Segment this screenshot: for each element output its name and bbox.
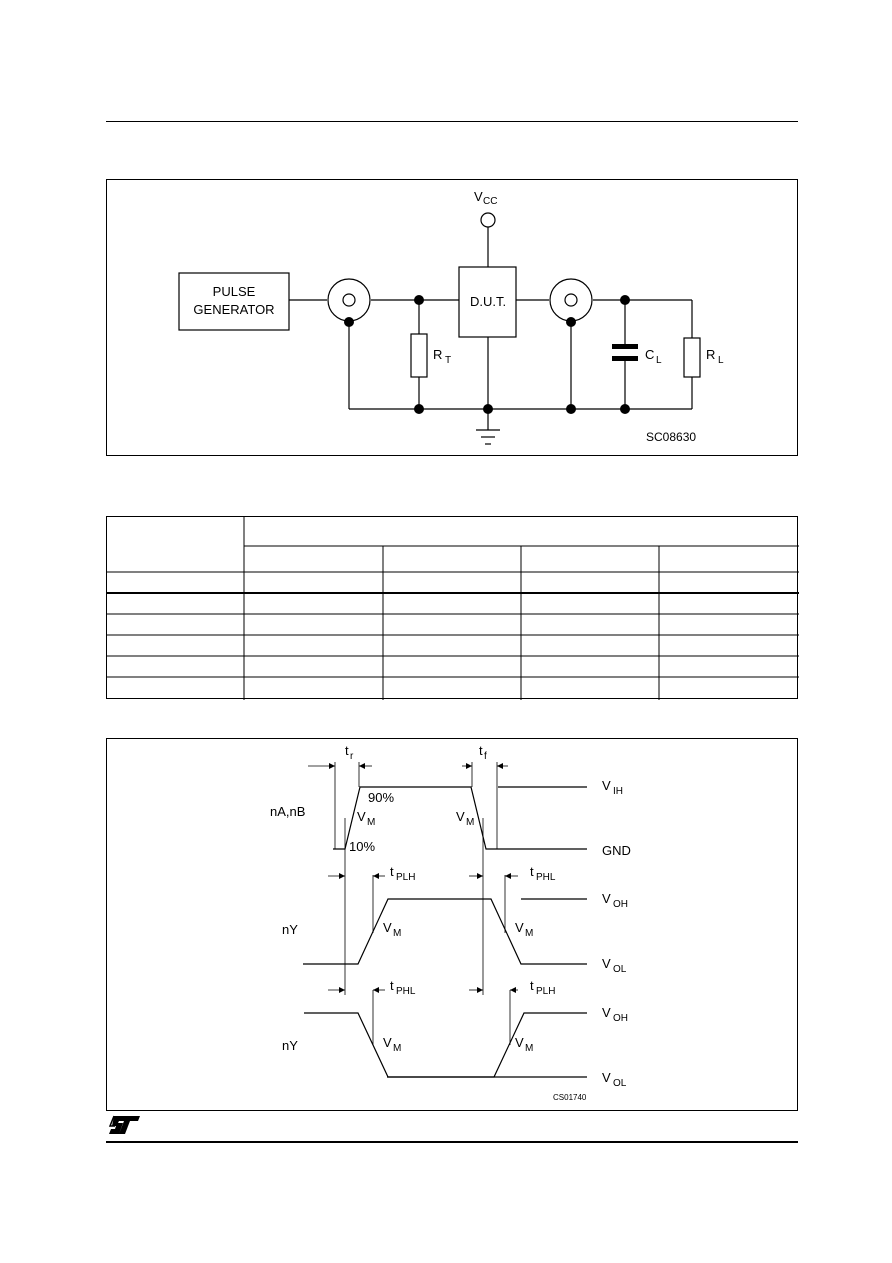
tf-label: t <box>479 743 483 758</box>
output-waveform-1 <box>303 898 587 965</box>
tphl-label-2: t <box>390 978 394 993</box>
tplh-label-2: t <box>530 978 534 993</box>
test-conditions-table <box>106 516 799 700</box>
tphl-sub-2: PHL <box>396 986 416 997</box>
tphl-label-1: t <box>530 864 534 879</box>
vm-input-fall-label: V <box>456 809 465 824</box>
vm-out1-fall-sub: M <box>525 928 533 939</box>
test-circuit-frame <box>106 179 798 456</box>
pct10-label: 10% <box>349 839 375 854</box>
vm-out2-rise-sub: M <box>525 1043 533 1054</box>
gnd-label: GND <box>602 843 631 858</box>
vol-sub-2: OL <box>613 1078 627 1089</box>
vm-input-rise-label: V <box>357 809 366 824</box>
vm-out1-rise-sub: M <box>393 928 401 939</box>
tr-label: t <box>345 743 349 758</box>
vm-out2-rise-label: V <box>515 1035 524 1050</box>
voh-sub-2: OH <box>613 1013 628 1024</box>
input-label: nA,nB <box>270 804 305 819</box>
voh-label-2: V <box>602 1005 611 1020</box>
vol-sub-1: OL <box>613 964 627 975</box>
output1-label: nY <box>282 922 298 937</box>
waveform-figure-code: CS01740 <box>553 1093 587 1102</box>
table-grid <box>107 517 799 700</box>
tf-sub: f <box>484 751 487 762</box>
pulse-generator-line2: GENERATOR <box>193 302 274 317</box>
cl-sub: L <box>656 355 662 366</box>
tphl-sub-1: PHL <box>536 872 556 883</box>
cl-label: C <box>645 347 654 362</box>
pulse-generator-line1: PULSE <box>213 284 256 299</box>
rl-sub: L <box>718 355 724 366</box>
pulse-generator-box <box>178 272 290 331</box>
vm-out2-fall-label: V <box>383 1035 392 1050</box>
st-logo-icon <box>108 1115 140 1134</box>
vih-label: V <box>602 778 611 793</box>
voh-sub-1: OH <box>613 899 628 910</box>
tr-sub: r <box>350 751 354 762</box>
vcc-terminal <box>480 212 496 228</box>
output2-label: nY <box>282 1038 298 1053</box>
input-waveform <box>333 786 499 850</box>
pct90-label: 90% <box>368 790 394 805</box>
dut-label: D.U.T. <box>470 294 506 309</box>
vm-out1-fall-label: V <box>515 920 524 935</box>
footer-rule <box>106 1141 798 1143</box>
vm-out1-rise-label: V <box>383 920 392 935</box>
vol-label-1: V <box>602 956 611 971</box>
cl-capacitor <box>612 344 638 349</box>
tplh-sub-1: PLH <box>396 872 415 883</box>
output-waveform-2 <box>304 1012 587 1078</box>
vih-sub: IH <box>613 786 623 797</box>
waveform-frame <box>106 738 798 1111</box>
rt-label: R <box>433 347 442 362</box>
circuit-figure-code: SC08630 <box>646 430 696 444</box>
vcc-label: V <box>474 189 483 204</box>
vm-input-fall-sub: M <box>466 817 474 828</box>
header-rule <box>106 121 798 122</box>
vm-out2-fall-sub: M <box>393 1043 401 1054</box>
tplh-sub-2: PLH <box>536 986 555 997</box>
vm-input-rise-sub: M <box>367 817 375 828</box>
rl-label: R <box>706 347 715 362</box>
voh-label-1: V <box>602 891 611 906</box>
tplh-label-1: t <box>390 864 394 879</box>
vol-label-2: V <box>602 1070 611 1085</box>
rt-sub: T <box>445 355 451 366</box>
vcc-sub: CC <box>483 196 497 207</box>
